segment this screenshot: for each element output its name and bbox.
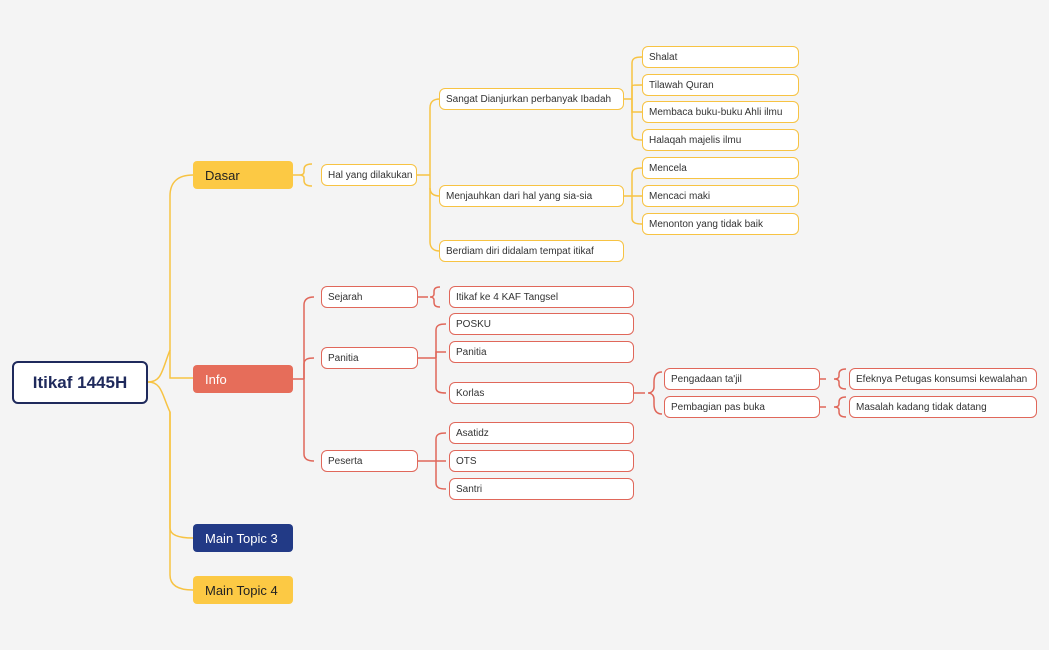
- item-santri[interactable]: Santri: [449, 478, 634, 500]
- item-mencaci-maki[interactable]: Mencaci maki: [642, 185, 799, 207]
- item-label: Korlas: [456, 387, 485, 399]
- item-menonton[interactable]: Menonton yang tidak baik: [642, 213, 799, 235]
- topic-info-label: Info: [205, 371, 227, 387]
- item-label: Mencela: [649, 162, 687, 174]
- subtopic-menjauhkan[interactable]: Menjauhkan dari hal yang sia-sia: [439, 185, 624, 207]
- subtopic-label: Menjauhkan dari hal yang sia-sia: [446, 190, 593, 202]
- item-pengadaan-tajil[interactable]: Pengadaan ta'jil: [664, 368, 820, 390]
- item-label: Halaqah majelis ilmu: [649, 134, 742, 146]
- subtopic-label: Berdiam diri didalam tempat itikaf: [446, 245, 594, 257]
- item-label: Shalat: [649, 51, 678, 63]
- item-panitia[interactable]: Panitia: [449, 341, 634, 363]
- item-label: POSKU: [456, 318, 492, 330]
- topic-dasar-label: Dasar: [205, 167, 240, 183]
- subtopic-label: Sangat Dianjurkan perbanyak Ibadah: [446, 93, 612, 105]
- item-korlas[interactable]: Korlas: [449, 382, 634, 404]
- subtopic-hal-yang-dilakukan[interactable]: Hal yang dilakukan: [321, 164, 417, 186]
- item-shalat[interactable]: Shalat: [642, 46, 799, 68]
- subtopic-label: Peserta: [328, 455, 363, 467]
- topic-dasar[interactable]: Dasar: [193, 161, 293, 189]
- item-label: Pembagian pas buka: [671, 401, 765, 413]
- subtopic-sejarah[interactable]: Sejarah: [321, 286, 418, 308]
- item-membaca-buku[interactable]: Membaca buku-buku Ahli ilmu: [642, 101, 799, 123]
- item-tilawah-quran[interactable]: Tilawah Quran: [642, 74, 799, 96]
- item-label: Panitia: [456, 346, 487, 358]
- item-label: Santri: [456, 483, 483, 495]
- item-label: Asatidz: [456, 427, 489, 439]
- item-ots[interactable]: OTS: [449, 450, 634, 472]
- subtopic-label: Panitia: [328, 352, 359, 364]
- item-label: Pengadaan ta'jil: [671, 373, 742, 385]
- item-label: Mencaci maki: [649, 190, 711, 202]
- item-mencela[interactable]: Mencela: [642, 157, 799, 179]
- topic-main-4-label: Main Topic 4: [205, 582, 278, 598]
- item-halaqah[interactable]: Halaqah majelis ilmu: [642, 129, 799, 151]
- subtopic-peserta[interactable]: Peserta: [321, 450, 418, 472]
- note-masalah-kadang[interactable]: Masalah kadang tidak datang: [849, 396, 1037, 418]
- topic-main-4[interactable]: Main Topic 4: [193, 576, 293, 604]
- subtopic-panitia[interactable]: Panitia: [321, 347, 418, 369]
- subtopic-label: Hal yang dilakukan: [328, 169, 413, 181]
- root-topic-label: Itikaf 1445H: [32, 372, 128, 392]
- root-topic[interactable]: Itikaf 1445H: [12, 361, 148, 404]
- note-efeknya-petugas[interactable]: Efeknya Petugas konsumsi kewalahan: [849, 368, 1037, 390]
- item-label: Membaca buku-buku Ahli ilmu: [649, 106, 783, 118]
- topic-main-3-label: Main Topic 3: [205, 530, 278, 546]
- item-label: Tilawah Quran: [649, 79, 714, 91]
- note-label: Masalah kadang tidak datang: [856, 401, 987, 413]
- item-label: Menonton yang tidak baik: [649, 218, 763, 230]
- item-label: Itikaf ke 4 KAF Tangsel: [456, 291, 559, 303]
- subtopic-sangat-dianjurkan[interactable]: Sangat Dianjurkan perbanyak Ibadah: [439, 88, 624, 110]
- item-asatidz[interactable]: Asatidz: [449, 422, 634, 444]
- item-itikaf-ke-4[interactable]: Itikaf ke 4 KAF Tangsel: [449, 286, 634, 308]
- subtopic-label: Sejarah: [328, 291, 363, 303]
- topic-main-3[interactable]: Main Topic 3: [193, 524, 293, 552]
- item-pembagian-pas-buka[interactable]: Pembagian pas buka: [664, 396, 820, 418]
- subtopic-berdiam-diri[interactable]: Berdiam diri didalam tempat itikaf: [439, 240, 624, 262]
- note-label: Efeknya Petugas konsumsi kewalahan: [856, 373, 1028, 385]
- item-posku[interactable]: POSKU: [449, 313, 634, 335]
- topic-info[interactable]: Info: [193, 365, 293, 393]
- item-label: OTS: [456, 455, 477, 467]
